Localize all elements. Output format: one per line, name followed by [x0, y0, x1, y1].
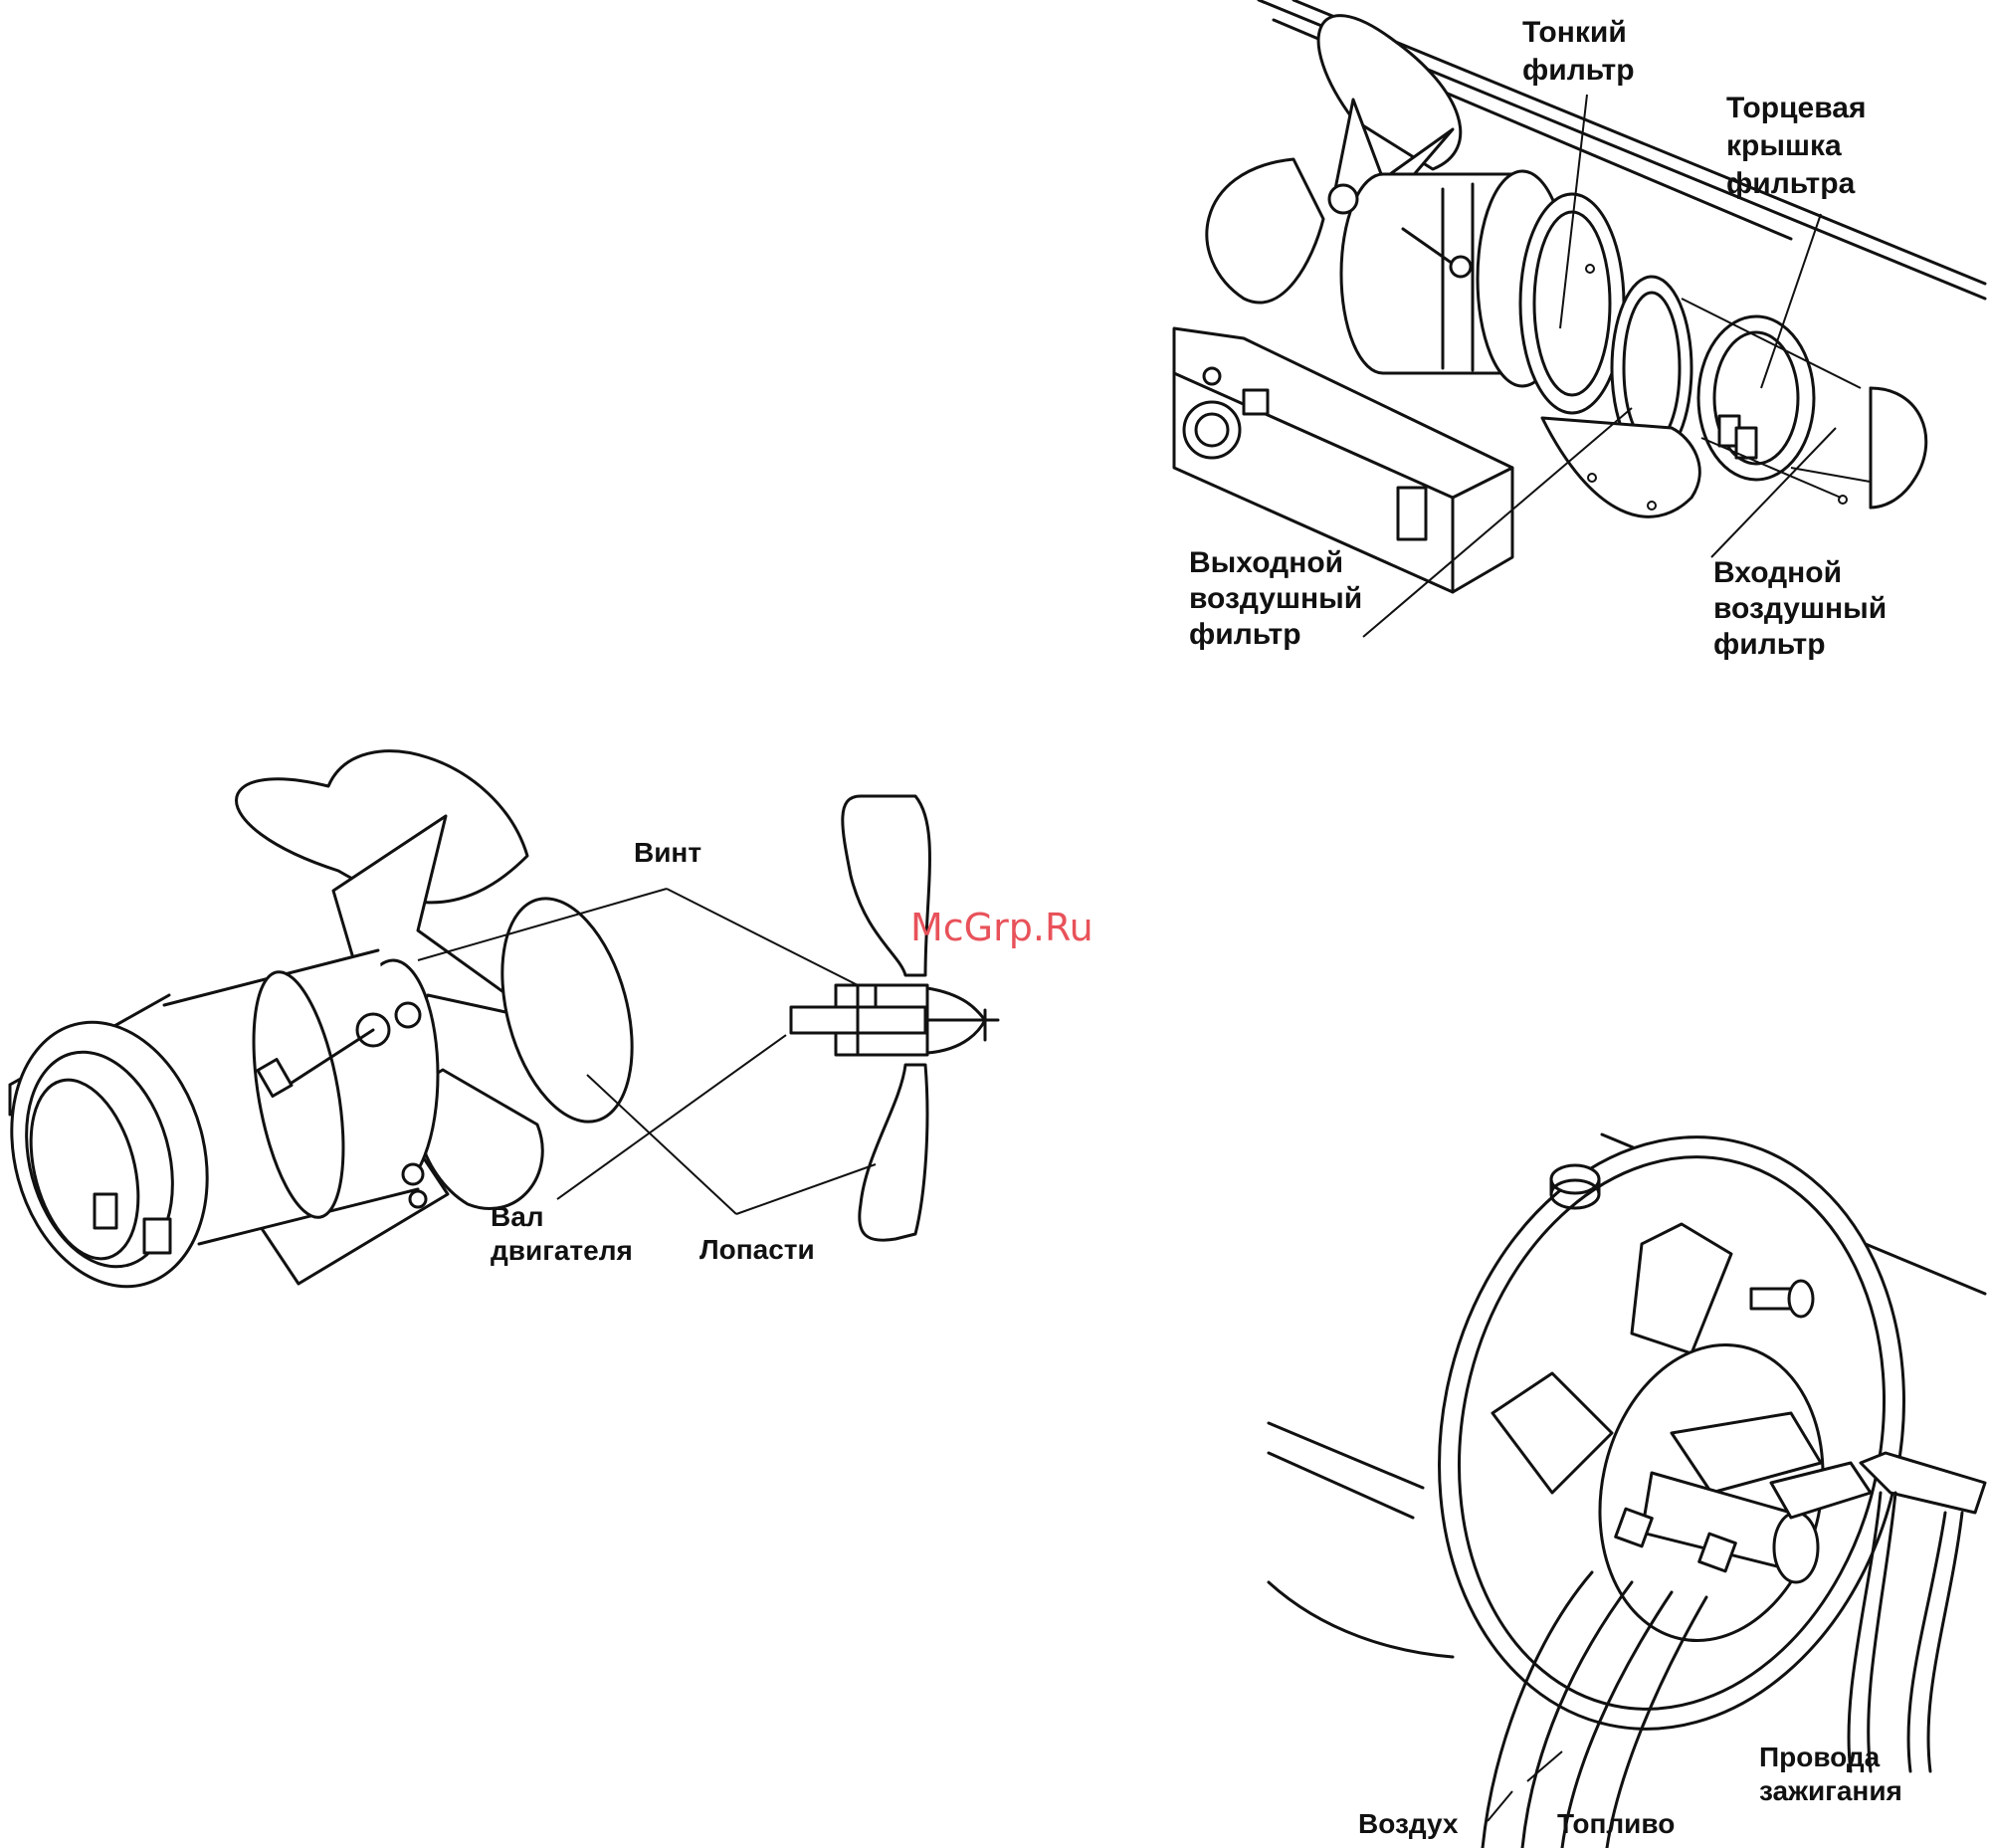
label-ignition-wires-line-2: зажигания	[1759, 1775, 1902, 1806]
label-inlet-air-filter-line-2: воздушный	[1713, 592, 1887, 625]
label-motor-shaft-line-2: двигателя	[491, 1235, 633, 1266]
label-air: Воздух	[1358, 1808, 1459, 1839]
label-fine-filter-line-2: фильтр	[1522, 54, 1635, 87]
ignition-assembly-figure	[1269, 1094, 1985, 1848]
label-filter-end-cap-line-3: фильтра	[1726, 167, 1856, 200]
label-inlet-air-filter-line-3: фильтр	[1713, 628, 1826, 661]
label-ignition-wires-line-1: Провода	[1759, 1742, 1881, 1772]
label-screw: Винт	[634, 837, 701, 868]
label-fuel: Топливо	[1557, 1808, 1675, 1839]
label-motor-shaft-line-1: Вал	[491, 1201, 544, 1232]
label-outlet-air-filter-line-2: воздушный	[1189, 582, 1362, 615]
label-ignition-wires: Провода зажигания	[1759, 1742, 1902, 1806]
label-blades: Лопасти	[699, 1234, 815, 1265]
label-fine-filter: Тонкий фильтр	[1522, 16, 1635, 87]
label-motor-shaft: Вал двигателя	[491, 1201, 633, 1266]
label-inlet-air-filter: Входной воздушный фильтр	[1713, 556, 1895, 661]
label-outlet-air-filter-line-3: фильтр	[1189, 618, 1301, 651]
label-filter-end-cap-line-2: крышка	[1726, 129, 1842, 162]
watermark: McGrp.Ru	[910, 906, 1094, 949]
label-fine-filter-line-1: Тонкий	[1522, 16, 1627, 49]
label-outlet-air-filter-line-1: Выходной	[1189, 546, 1343, 579]
label-outlet-air-filter: Выходной воздушный фильтр	[1189, 546, 1371, 651]
label-inlet-air-filter-line-1: Входной	[1713, 556, 1842, 589]
label-filter-end-cap-line-1: Торцевая	[1726, 92, 1866, 124]
label-filter-end-cap: Торцевая крышка фильтра	[1726, 92, 1875, 200]
